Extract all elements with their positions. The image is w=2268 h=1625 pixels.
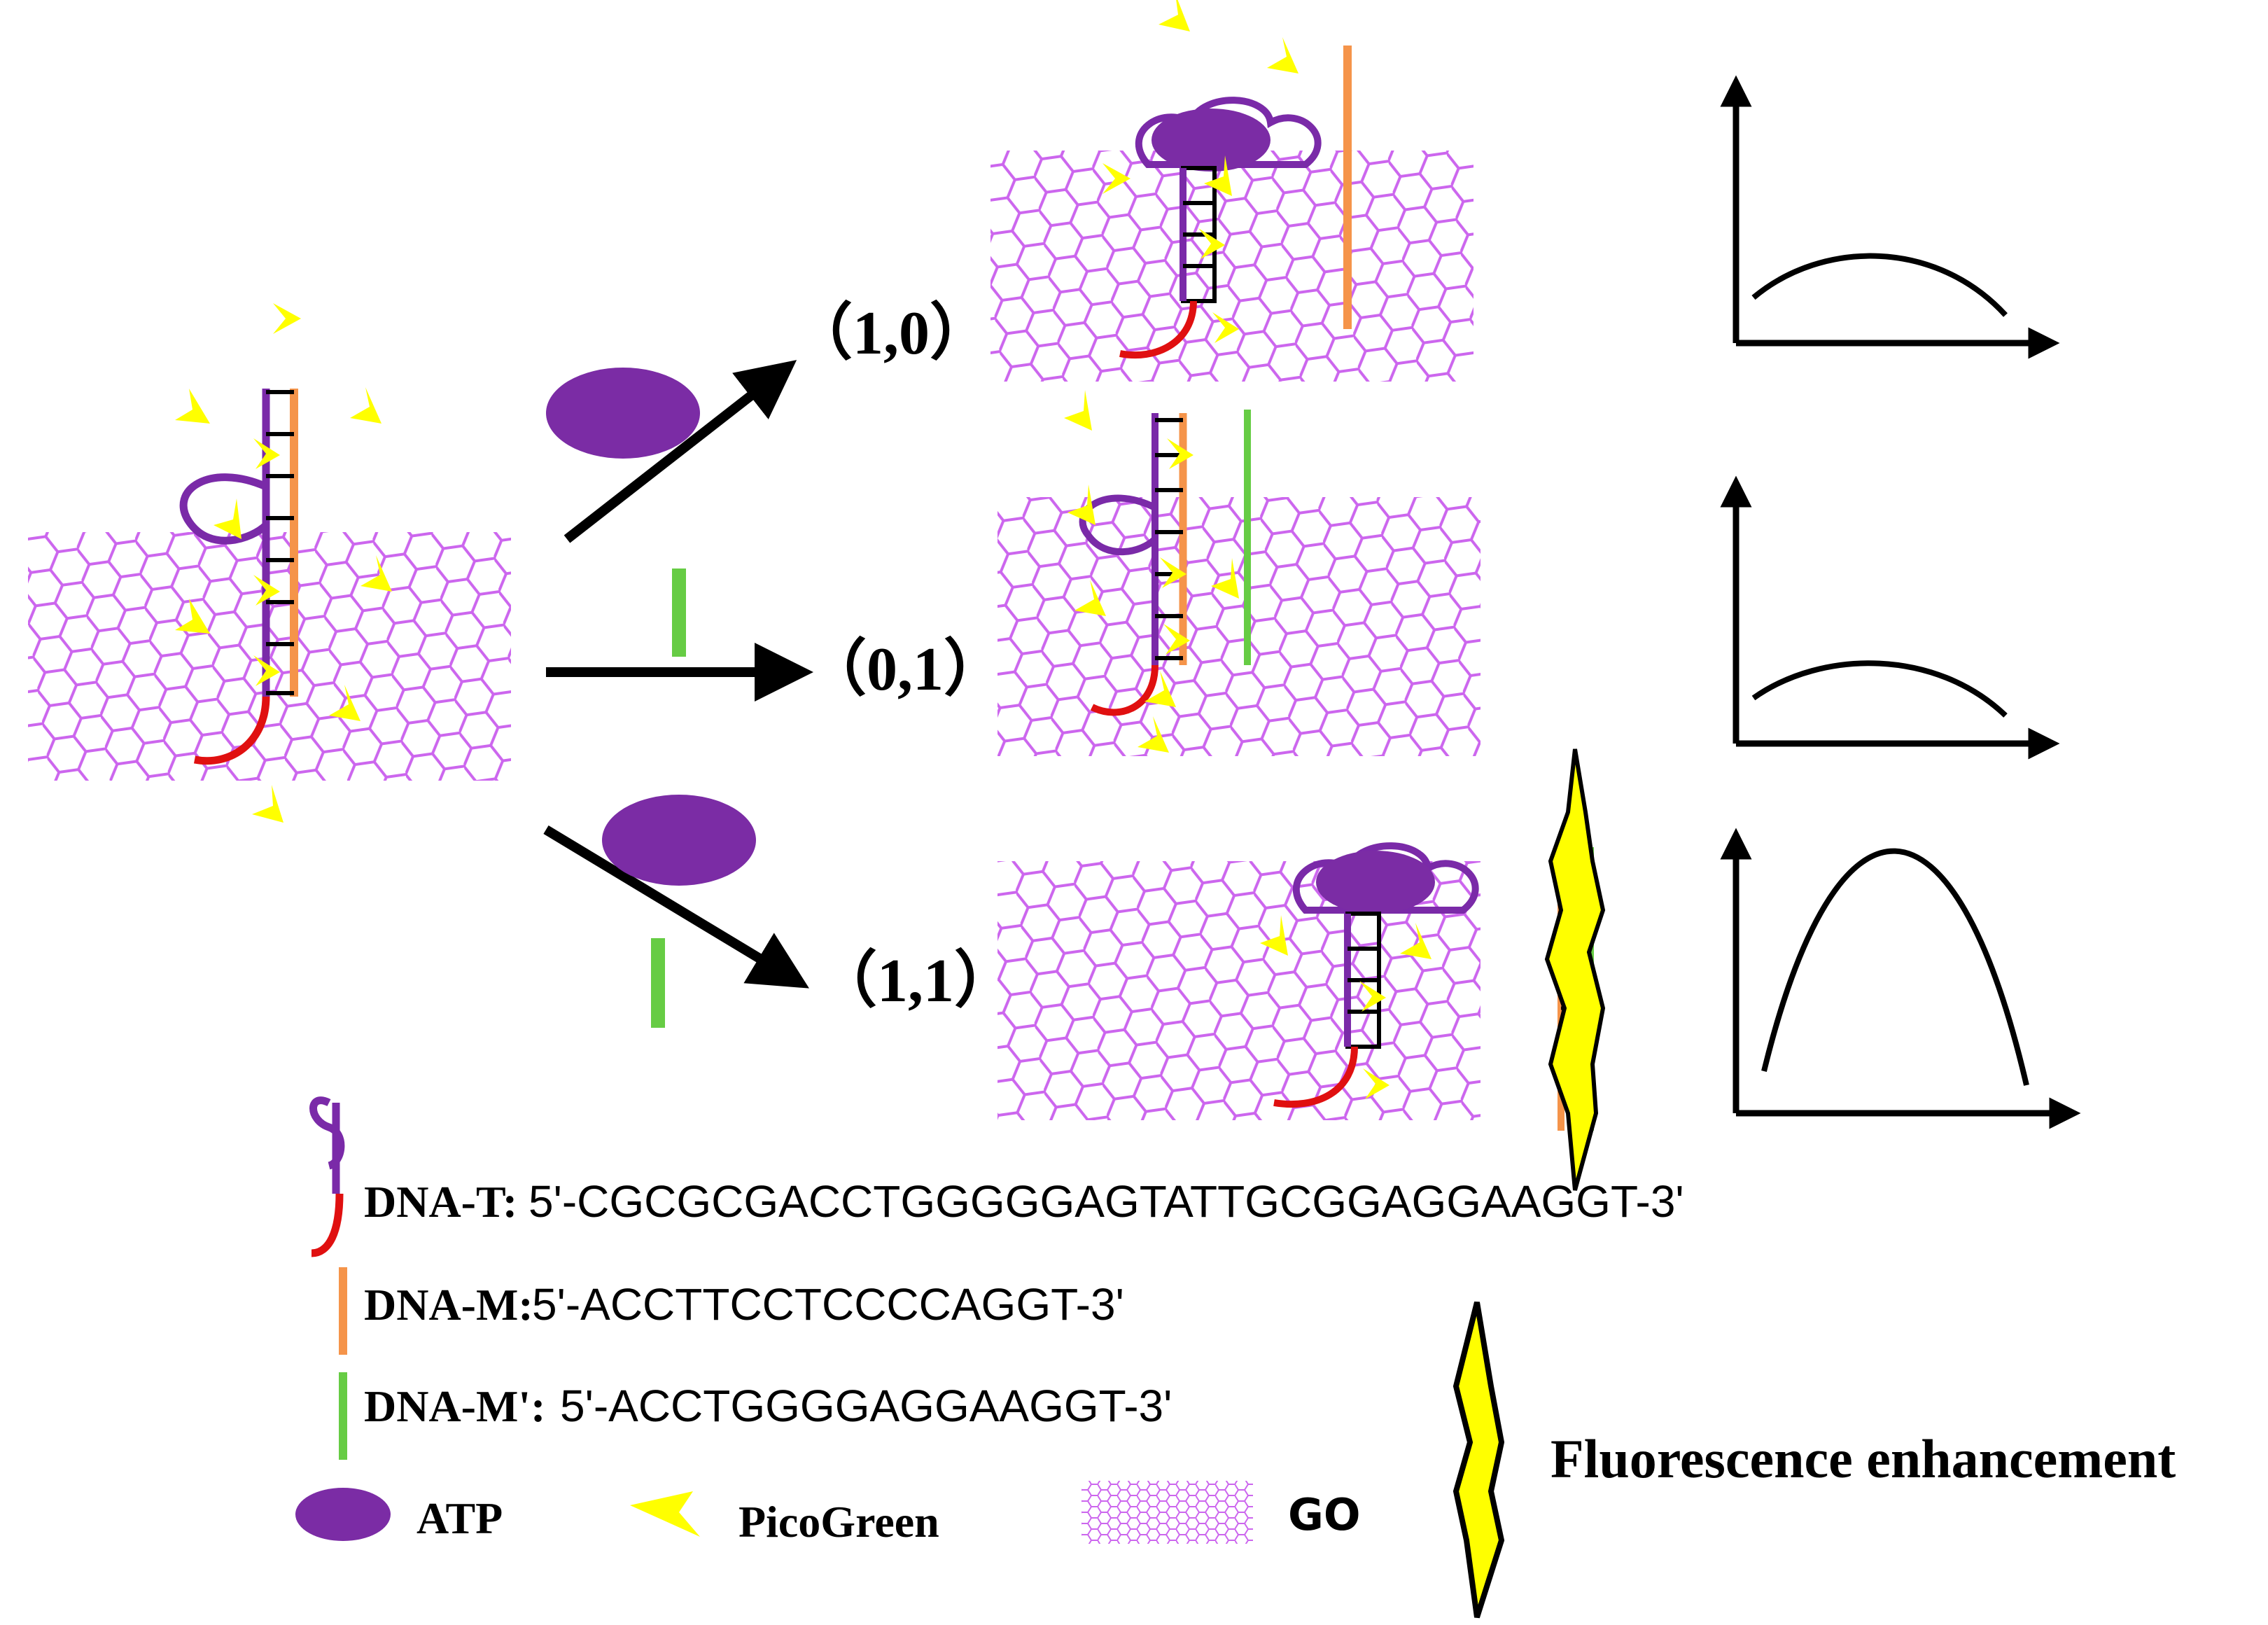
picogreen-markers-initial (175, 303, 392, 823)
dna-m-prime-sequence: 5'-ACCTGGGGAGGAAGGT-3' (560, 1381, 1172, 1431)
fluorescence-label: Fluorescence enhancement (1550, 1428, 2176, 1489)
panel-10 (990, 0, 1474, 382)
arrow-to-10 (546, 360, 797, 543)
go-icon (1082, 1481, 1253, 1544)
dna-m-name: DNA-M: (364, 1280, 533, 1330)
dna-m-duplex-11 (1544, 748, 1606, 1191)
dna-t-name: DNA-T: (364, 1177, 517, 1227)
atp-input-11 (602, 795, 756, 886)
state-label-10: （1,0） (791, 300, 991, 368)
initial-probe (179, 389, 298, 765)
legend: DNA-T: 5'-CGCGCGACCTGGGGGAGTATTGCGGAGGAA… (295, 1096, 2176, 1619)
result-chart-1 (1720, 75, 2060, 359)
aptamer-atp-complex (1119, 97, 1322, 359)
result-charts (1720, 75, 2081, 1129)
panel-11 (997, 748, 1606, 1191)
atp-input-10 (546, 368, 700, 459)
dna-t-sequence: 5'-CGCGCGACCTGGGGGAGTATTGCGGAGGAAGGT-3' (528, 1176, 1684, 1227)
panel-01 (997, 390, 1480, 756)
state-label-01: （0,1） (805, 636, 1005, 704)
atp-label: ATP (416, 1493, 503, 1543)
result-chart-3 (1720, 828, 2081, 1129)
arrow-to-11 (543, 795, 809, 1028)
atp-icon (295, 1488, 391, 1541)
arrow-to-01 (546, 569, 813, 702)
dna-m-prime-name: DNA-M': (364, 1381, 545, 1431)
signal-curve (1751, 253, 2008, 317)
picogreen-label: PicoGreen (738, 1497, 939, 1547)
aptamer-atp-complex-11 (1273, 842, 1479, 1108)
go-label: GO (1288, 1489, 1361, 1540)
signal-curve (1751, 660, 2008, 718)
result-chart-2 (1720, 475, 2060, 760)
fluorescence-burst-icon (1544, 748, 1606, 1191)
fluorescence-icon (1452, 1302, 1505, 1619)
state-label-11: （1,1） (816, 947, 1016, 1015)
dna-m-sequence: 5'-ACCTTCCTCCCCAGGT-3' (532, 1279, 1124, 1330)
signal-curve (1761, 848, 2029, 1086)
dna-t-icon (309, 1096, 345, 1257)
picogreen-icon (630, 1491, 700, 1537)
